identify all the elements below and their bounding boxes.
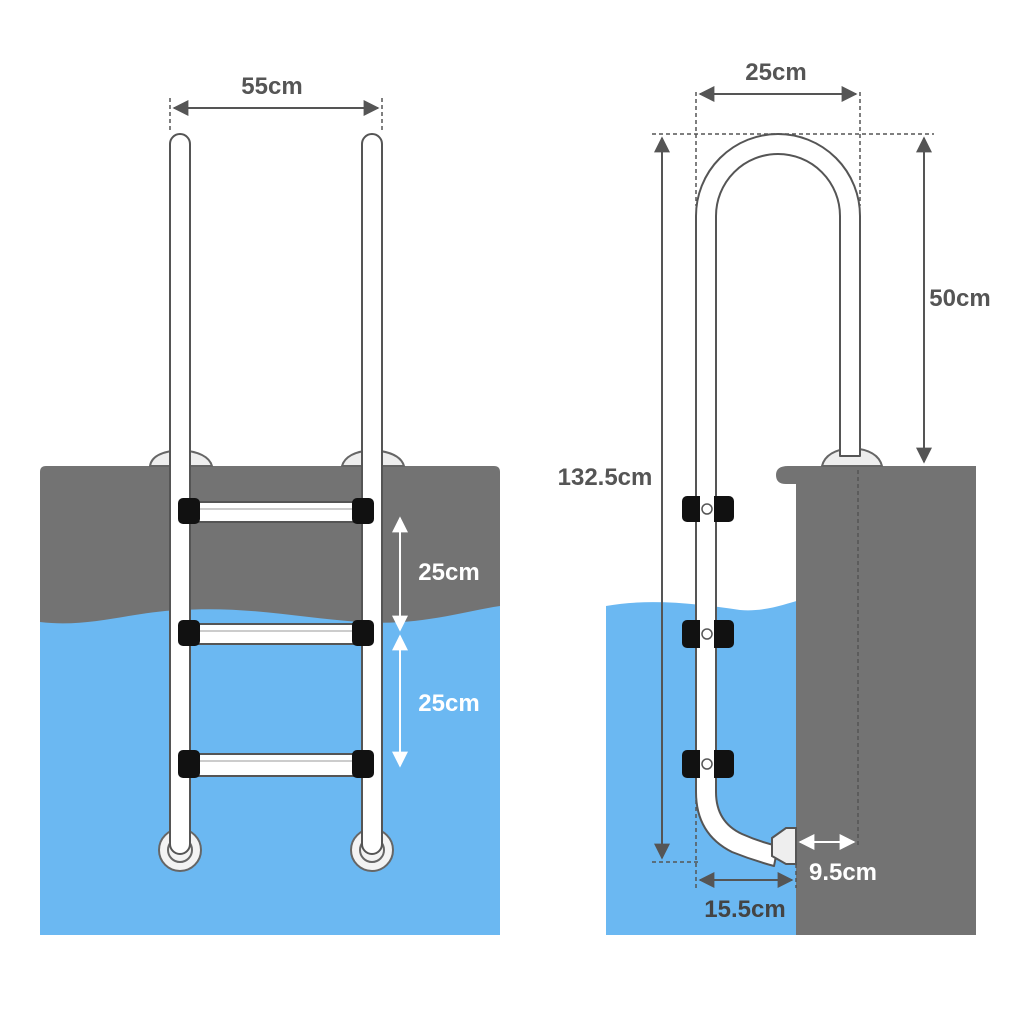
front-step-spacing-lower-label: 25cm — [418, 690, 479, 717]
side-handle-height-label: 50cm — [929, 285, 990, 312]
side-handle-width-label: 25cm — [745, 59, 806, 86]
front-left-rail — [169, 133, 191, 855]
side-ladder-tube — [695, 133, 861, 867]
front-step-3 — [178, 750, 374, 778]
front-width-label: 55cm — [241, 73, 302, 100]
front-view: 55cm 25cm 25cm — [40, 73, 500, 935]
front-step-2 — [178, 620, 374, 646]
side-deck-wall — [776, 466, 976, 935]
side-guide-lines — [652, 92, 934, 888]
front-step-spacing-upper-label: 25cm — [418, 559, 479, 586]
front-right-rail — [361, 133, 383, 855]
side-wall-offset-label: 9.5cm — [809, 859, 877, 886]
side-base-depth-label: 15.5cm — [704, 896, 785, 923]
side-step-2 — [682, 620, 734, 648]
front-step-1 — [178, 498, 374, 524]
side-view: 25cm 50cm 132.5cm 9.5cm 15.5cm — [558, 59, 991, 935]
front-width-dimension — [169, 98, 383, 132]
side-total-height-label: 132.5cm — [558, 464, 653, 491]
side-step-1 — [682, 496, 734, 522]
side-step-3 — [682, 750, 734, 778]
